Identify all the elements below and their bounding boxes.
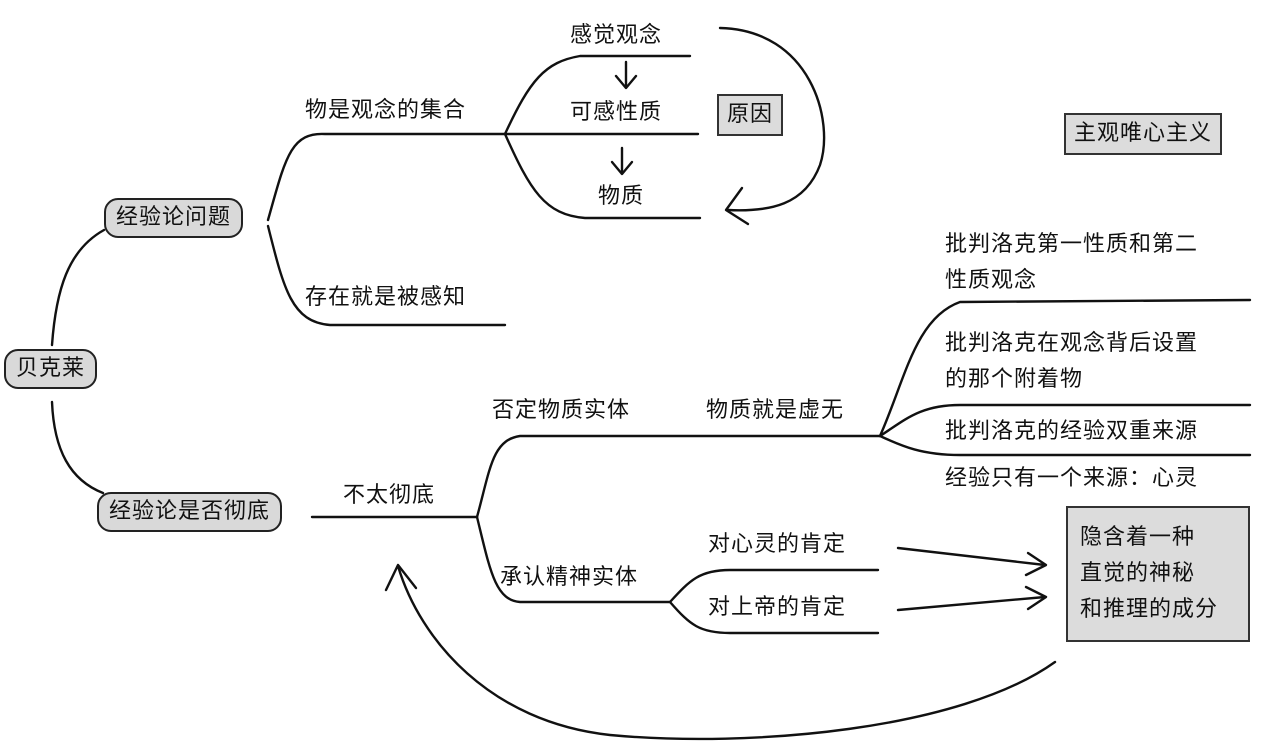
- connector-fan-top: [503, 54, 692, 136]
- box-subjective-idealism: 主观唯心主义: [1064, 113, 1223, 155]
- box-cause-label: 原因: [727, 102, 774, 127]
- cycle-arrow: [718, 26, 826, 212]
- label-affirm-god: 对上帝的肯定: [708, 595, 847, 620]
- cycle-arrow-head: [724, 186, 750, 226]
- connector-fan-bottom: [503, 132, 702, 220]
- node-empiricism-thorough-label: 经验论是否彻底: [109, 499, 271, 524]
- label-matter: 物质: [598, 184, 645, 209]
- node-empiricism-thorough: 经验论是否彻底: [97, 492, 283, 532]
- arrow-mind-to-box-shaft: [896, 546, 1047, 567]
- arrow-god-to-box-shaft: [896, 595, 1047, 612]
- connector-critique-3: [878, 434, 1252, 457]
- node-empiricism-problem: 经验论问题: [104, 198, 244, 238]
- label-to-be-is-perceived: 存在就是被感知: [305, 285, 467, 310]
- connector-problem-lower: [266, 224, 507, 327]
- label-deny-material-substance: 否定物质实体: [492, 398, 631, 423]
- connector-root-up: [50, 228, 106, 347]
- root-node: 贝克莱: [4, 349, 98, 389]
- label-affirm-spirit-substance: 承认精神实体: [500, 565, 639, 590]
- label-objects-idea-collections: 物是观念的集合: [305, 98, 467, 123]
- root-label: 贝克莱: [16, 356, 86, 381]
- return-arrow: [396, 564, 1057, 741]
- return-arrow-head: [384, 563, 418, 592]
- label-critique-1-line1: 批判洛克第一性质和第二: [945, 232, 1199, 257]
- connector-mind: [668, 568, 880, 604]
- arrow-god-to-box-head: [1024, 585, 1048, 611]
- box-hidden-line2: 直觉的神秘: [1080, 561, 1196, 586]
- label-one-source: 经验只有一个来源：心灵: [945, 466, 1199, 491]
- box-hidden-components: 隐含着一种 直觉的神秘 和推理的成分: [1066, 506, 1250, 642]
- connector-root-down: [50, 400, 105, 495]
- box-subjective-idealism-label: 主观唯心主义: [1074, 121, 1213, 146]
- label-sense-ideas: 感觉观念: [570, 23, 663, 48]
- node-empiricism-problem-label: 经验论问题: [116, 205, 232, 230]
- label-critique-2-line2: 的那个附着物: [945, 367, 1084, 392]
- connector-deny: [475, 434, 882, 519]
- connector-affirm: [475, 515, 672, 604]
- down-arrow-1-head: [614, 74, 638, 90]
- connector-critique-2: [878, 403, 1252, 438]
- label-critique-3: 批判洛克的经验双重来源: [945, 419, 1199, 444]
- label-sensible-qualities: 可感性质: [570, 100, 663, 125]
- box-cause: 原因: [717, 94, 784, 136]
- box-hidden-line1: 隐含着一种: [1080, 525, 1196, 550]
- box-hidden-line3: 和推理的成分: [1080, 597, 1219, 622]
- label-affirm-mind: 对心灵的肯定: [708, 532, 847, 557]
- label-not-thorough: 不太彻底: [343, 483, 436, 508]
- down-arrow-2-head: [610, 160, 634, 176]
- connector-critique-1: [878, 298, 1252, 438]
- label-matter-is-nothing: 物质就是虚无: [706, 398, 845, 423]
- connector-god: [668, 600, 880, 635]
- connector-problem-upper: [266, 132, 507, 222]
- label-critique-1-line2: 性质观念: [945, 268, 1038, 293]
- label-critique-2-line1: 批判洛克在观念背后设置: [945, 331, 1199, 356]
- arrow-mind-to-box-head: [1024, 551, 1048, 577]
